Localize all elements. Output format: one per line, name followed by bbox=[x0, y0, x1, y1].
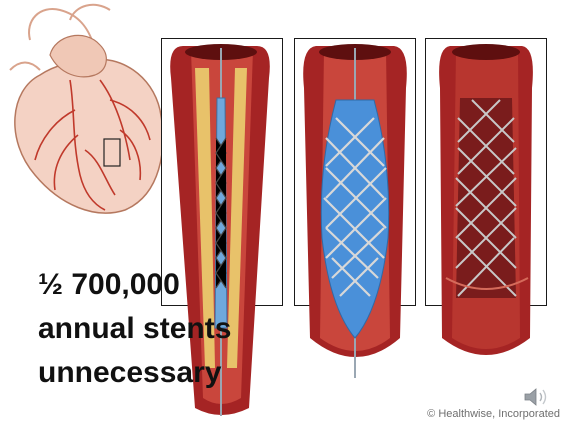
expanded-stent-icon bbox=[432, 38, 540, 378]
image-credit: © Healthwise, Incorporated bbox=[427, 408, 560, 420]
balloon-inflation-icon bbox=[296, 38, 414, 384]
headline: ½ 700,000 annual stents unnecessary bbox=[38, 263, 231, 395]
headline-line-1: ½ 700,000 bbox=[38, 263, 231, 307]
speaker-icon[interactable] bbox=[523, 386, 551, 408]
heart-icon bbox=[0, 0, 170, 225]
headline-line-2: annual stents bbox=[38, 307, 231, 351]
headline-line-3: unnecessary bbox=[38, 351, 231, 395]
